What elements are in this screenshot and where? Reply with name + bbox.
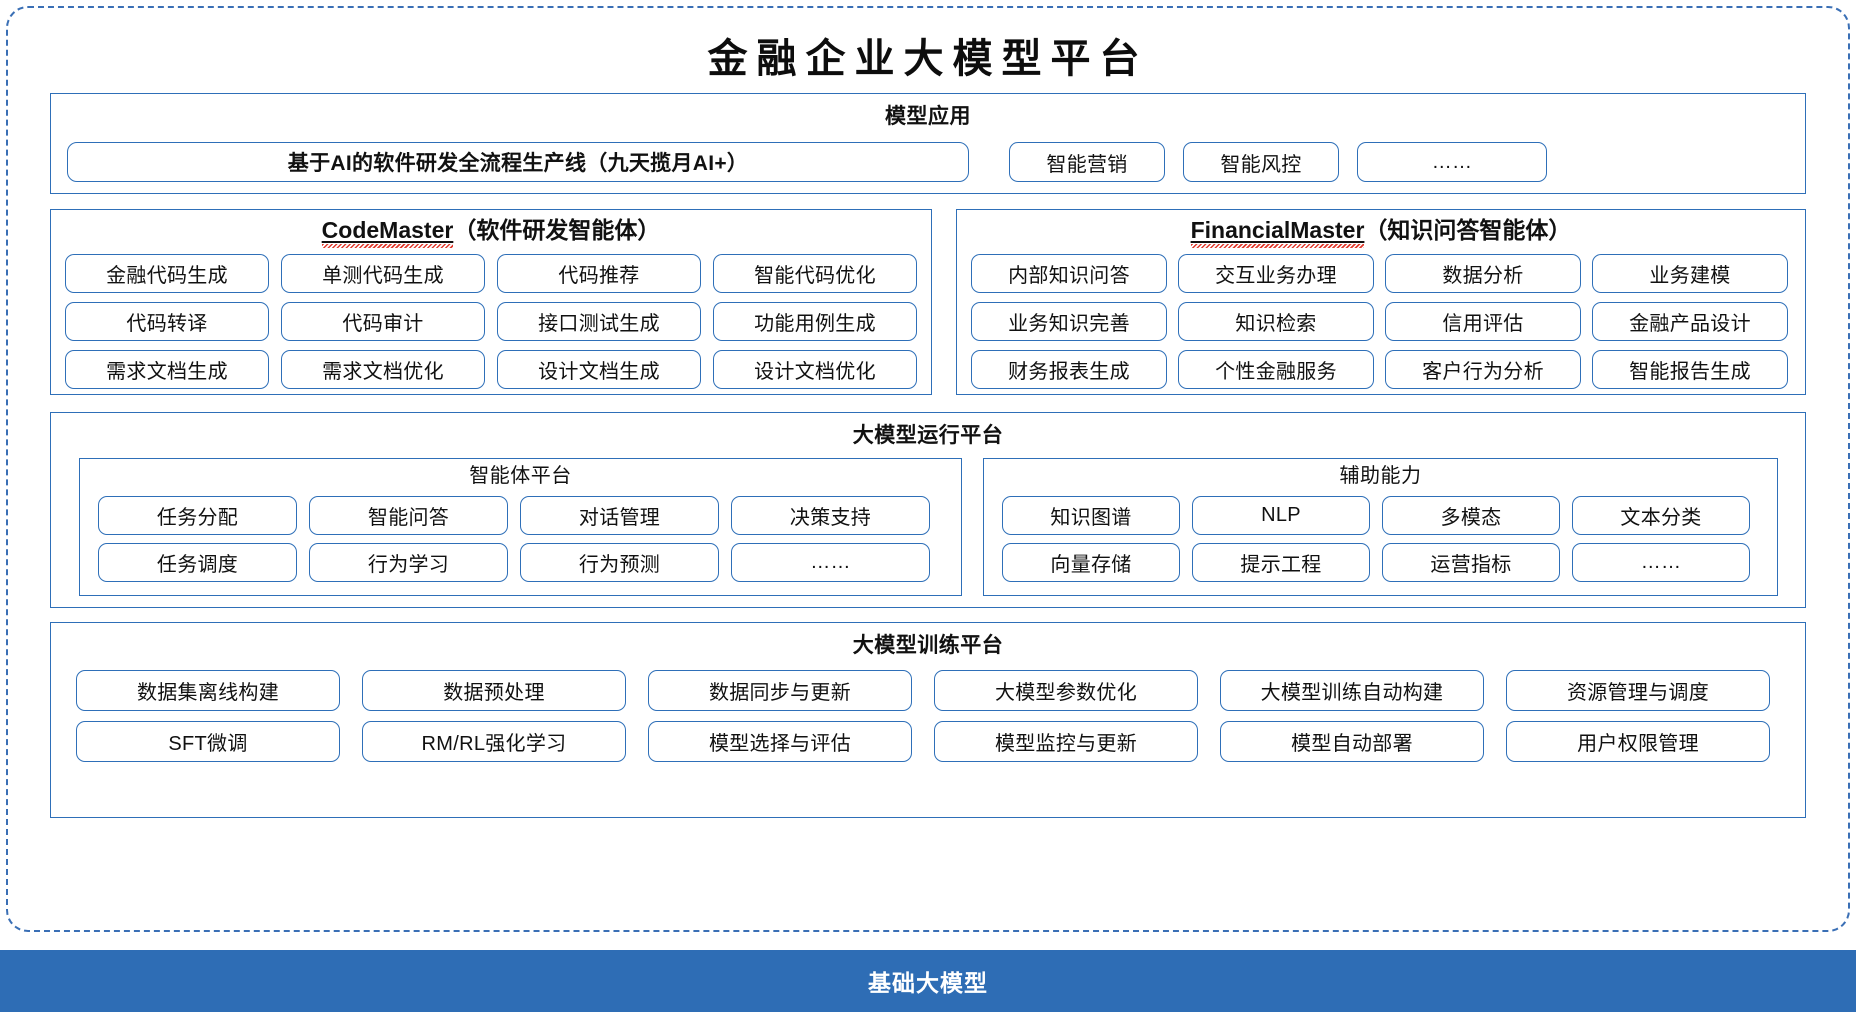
model-application-chip-row: 基于AI的软件研发全流程生产线（九天揽月AI+） 智能营销 智能风控 …… (67, 142, 1547, 182)
chip-agent-platform-item[interactable]: 对话管理 (520, 496, 719, 535)
model-application-title: 模型应用 (885, 105, 971, 128)
chip-auxiliary-item[interactable]: 运营指标 (1382, 543, 1560, 582)
section-model-application: 模型应用 基于AI的软件研发全流程生产线（九天揽月AI+） 智能营销 智能风控 … (50, 93, 1806, 194)
chip-agent-platform-item[interactable]: 智能问答 (309, 496, 508, 535)
chip-training-item[interactable]: 数据集离线构建 (76, 670, 340, 711)
chip-code-master-item[interactable]: 需求文档优化 (281, 350, 485, 389)
chip-auxiliary-item[interactable]: 文本分类 (1572, 496, 1750, 535)
chip-agent-platform-item[interactable]: 行为学习 (309, 543, 508, 582)
training-platform-title: 大模型训练平台 (852, 634, 1004, 657)
chip-training-item[interactable]: 资源管理与调度 (1506, 670, 1770, 711)
chip-financial-master-item[interactable]: 业务知识完善 (971, 302, 1167, 341)
section-code-master: CodeMaster（软件研发智能体） 金融代码生成 单测代码生成 代码推荐 智… (50, 209, 932, 395)
chip-code-master-item[interactable]: 功能用例生成 (713, 302, 917, 341)
chip-financial-master-item[interactable]: 信用评估 (1385, 302, 1581, 341)
chip-code-master-item[interactable]: 代码转译 (65, 302, 269, 341)
chip-financial-master-item[interactable]: 智能报告生成 (1592, 350, 1788, 389)
chip-code-master-item[interactable]: 智能代码优化 (713, 254, 917, 293)
financial-master-title-cn: （知识问答智能体） (1364, 217, 1572, 243)
chip-training-item[interactable]: 大模型参数优化 (934, 670, 1198, 711)
chip-financial-master-item[interactable]: 数据分析 (1385, 254, 1581, 293)
training-platform-grid: 数据集离线构建 数据预处理 数据同步与更新 大模型参数优化 大模型训练自动构建 … (76, 670, 1770, 762)
code-master-title-cn: （软件研发智能体） (453, 217, 661, 243)
financial-master-title: FinancialMaster（知识问答智能体） (957, 217, 1805, 248)
chip-training-item[interactable]: 模型监控与更新 (934, 721, 1198, 762)
chip-training-item[interactable]: 大模型训练自动构建 (1220, 670, 1484, 711)
outer-dashed-frame (6, 6, 1850, 932)
chip-training-item[interactable]: 数据预处理 (362, 670, 626, 711)
chip-auxiliary-item[interactable]: 提示工程 (1192, 543, 1370, 582)
agent-platform-grid: 任务分配 智能问答 对话管理 决策支持 任务调度 行为学习 行为预测 …… (98, 496, 930, 582)
code-master-title-en: CodeMaster (321, 217, 454, 248)
chip-agent-platform-item[interactable]: 决策支持 (731, 496, 930, 535)
chip-training-item[interactable]: SFT微调 (76, 721, 340, 762)
chip-agent-platform-item[interactable]: 任务分配 (98, 496, 297, 535)
chip-training-item[interactable]: 模型选择与评估 (648, 721, 912, 762)
chip-code-master-item[interactable]: 需求文档生成 (65, 350, 269, 389)
chip-financial-master-item[interactable]: 财务报表生成 (971, 350, 1167, 389)
foundation-model-label: 基础大模型 (868, 970, 988, 996)
chip-ai-pipeline[interactable]: 基于AI的软件研发全流程生产线（九天揽月AI+） (67, 142, 969, 182)
auxiliary-capability-title: 辅助能力 (1339, 465, 1422, 487)
chip-financial-master-item[interactable]: 业务建模 (1592, 254, 1788, 293)
chip-auxiliary-item[interactable]: 知识图谱 (1002, 496, 1180, 535)
chip-agent-platform-item[interactable]: 任务调度 (98, 543, 297, 582)
chip-training-item[interactable]: 模型自动部署 (1220, 721, 1484, 762)
chip-auxiliary-item[interactable]: 多模态 (1382, 496, 1560, 535)
chip-auxiliary-item[interactable]: …… (1572, 543, 1750, 582)
section-financial-master: FinancialMaster（知识问答智能体） 内部知识问答 交互业务办理 数… (956, 209, 1806, 395)
chip-more-applications[interactable]: …… (1357, 142, 1547, 182)
chip-auxiliary-item[interactable]: NLP (1192, 496, 1370, 535)
section-training-platform: 大模型训练平台 数据集离线构建 数据预处理 数据同步与更新 大模型参数优化 大模… (50, 622, 1806, 818)
chip-code-master-item[interactable]: 设计文档生成 (497, 350, 701, 389)
chip-financial-master-item[interactable]: 金融产品设计 (1592, 302, 1788, 341)
chip-code-master-item[interactable]: 单测代码生成 (281, 254, 485, 293)
auxiliary-capability-grid: 知识图谱 NLP 多模态 文本分类 向量存储 提示工程 运营指标 …… (1002, 496, 1750, 582)
chip-smart-risk-control[interactable]: 智能风控 (1183, 142, 1339, 182)
chip-agent-platform-item[interactable]: 行为预测 (520, 543, 719, 582)
chip-financial-master-item[interactable]: 交互业务办理 (1178, 254, 1374, 293)
section-runtime-platform: 大模型运行平台 智能体平台 任务分配 智能问答 对话管理 决策支持 任务调度 行… (50, 412, 1806, 608)
code-master-title: CodeMaster（软件研发智能体） (51, 217, 931, 248)
financial-master-grid: 内部知识问答 交互业务办理 数据分析 业务建模 业务知识完善 知识检索 信用评估… (971, 254, 1788, 389)
chip-financial-master-item[interactable]: 客户行为分析 (1385, 350, 1581, 389)
runtime-platform-title: 大模型运行平台 (852, 424, 1004, 447)
subsection-agent-platform: 智能体平台 任务分配 智能问答 对话管理 决策支持 任务调度 行为学习 行为预测… (79, 458, 962, 596)
agent-platform-title: 智能体平台 (469, 465, 572, 487)
chip-financial-master-item[interactable]: 个性金融服务 (1178, 350, 1374, 389)
code-master-grid: 金融代码生成 单测代码生成 代码推荐 智能代码优化 代码转译 代码审计 接口测试… (65, 254, 917, 389)
chip-financial-master-item[interactable]: 内部知识问答 (971, 254, 1167, 293)
chip-code-master-item[interactable]: 金融代码生成 (65, 254, 269, 293)
foundation-model-bar: 基础大模型 (0, 950, 1856, 1012)
chip-code-master-item[interactable]: 代码推荐 (497, 254, 701, 293)
chip-training-item[interactable]: 用户权限管理 (1506, 721, 1770, 762)
chip-financial-master-item[interactable]: 知识检索 (1178, 302, 1374, 341)
financial-master-title-en: FinancialMaster (1190, 217, 1365, 248)
subsection-auxiliary-capability: 辅助能力 知识图谱 NLP 多模态 文本分类 向量存储 提示工程 运营指标 …… (983, 458, 1778, 596)
chip-code-master-item[interactable]: 设计文档优化 (713, 350, 917, 389)
chip-auxiliary-item[interactable]: 向量存储 (1002, 543, 1180, 582)
chip-code-master-item[interactable]: 代码审计 (281, 302, 485, 341)
chip-smart-marketing[interactable]: 智能营销 (1009, 142, 1165, 182)
chip-code-master-item[interactable]: 接口测试生成 (497, 302, 701, 341)
chip-training-item[interactable]: RM/RL强化学习 (362, 721, 626, 762)
chip-training-item[interactable]: 数据同步与更新 (648, 670, 912, 711)
page-title: 金融企业大模型平台 (707, 35, 1149, 82)
chip-agent-platform-item[interactable]: …… (731, 543, 930, 582)
